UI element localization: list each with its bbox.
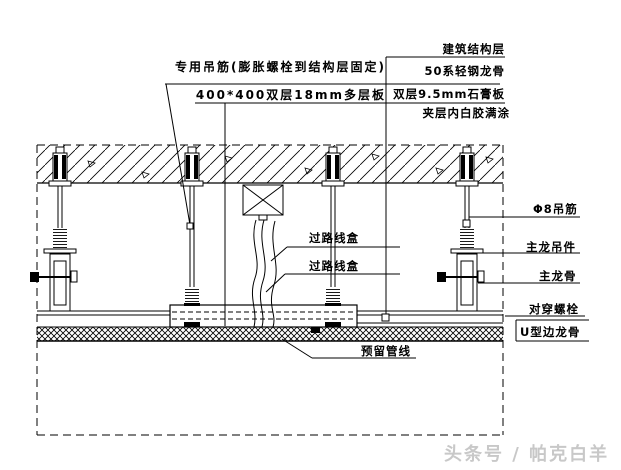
label-white-glue: 夹层内白胶满涂 xyxy=(422,106,510,120)
structural-slab xyxy=(37,145,503,184)
expansion-bolt-icon xyxy=(180,146,204,187)
label-wire-box-upper: 过路线盒 xyxy=(309,231,359,245)
gypsum-board-layer xyxy=(37,326,503,342)
expansion-bolts-and-rods xyxy=(48,146,479,306)
leader-lines xyxy=(165,56,589,359)
label-special-hanger: 专用吊筋(膨胀螺栓到结构层固定) xyxy=(175,60,386,74)
keel-assembly-left xyxy=(30,228,78,312)
spring-icon xyxy=(326,287,340,303)
keel-assembly-right xyxy=(437,228,485,312)
boundary-border xyxy=(36,144,504,436)
label-keel-hanger: 主龙吊件 xyxy=(526,240,576,254)
label-structure-layer: 建筑结构层 xyxy=(442,42,505,56)
expansion-bolt-icon xyxy=(321,146,345,187)
label-reserved-pipeline: 预留管线 xyxy=(361,344,411,358)
expansion-bolt-icon xyxy=(48,146,72,187)
watermark: 头条号 / 帕克白羊 xyxy=(444,444,610,465)
label-phi8-rod: Φ8吊筋 xyxy=(533,202,578,216)
junction-box xyxy=(242,184,284,221)
label-main-keel: 主龙骨 xyxy=(539,269,577,283)
expansion-bolt-icon xyxy=(455,146,479,187)
label-u-edge-keel: U型边龙骨 xyxy=(520,325,581,339)
label-wire-box-lower: 过路线盒 xyxy=(309,259,359,273)
label-steel-keel: 50系轻钢龙骨 xyxy=(424,64,505,78)
spring-icon xyxy=(185,287,199,303)
label-plywood-board: 400*400双层18mm多层板 xyxy=(195,88,386,102)
concrete-speck-icon xyxy=(87,153,494,179)
label-gypsum-board: 双层9.5mm石膏板 xyxy=(393,87,505,101)
plywood-board xyxy=(169,304,358,328)
spring-icon xyxy=(460,228,474,249)
label-through-bolt: 对穿螺栓 xyxy=(529,302,579,316)
spring-icon xyxy=(53,228,67,249)
